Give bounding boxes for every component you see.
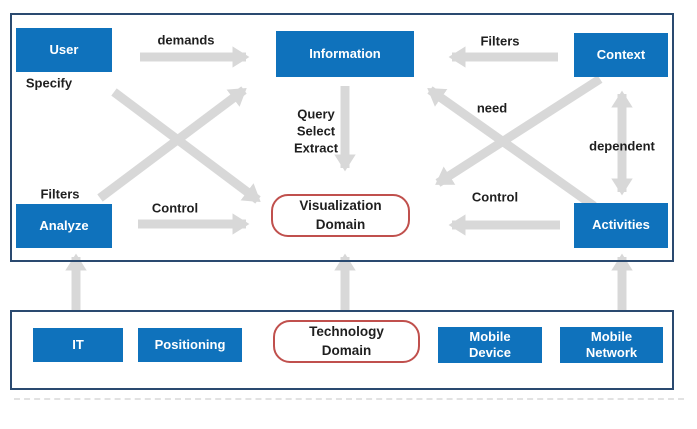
demands-label: demands (157, 32, 215, 48)
dependent-label: dependent (589, 138, 655, 154)
filters-top-label: Filters (480, 33, 520, 49)
filters-left-label: Filters (40, 186, 80, 202)
control-right-label: Control (471, 189, 519, 205)
page-divider-line (14, 398, 684, 400)
query-select-extract-label: Query Select Extract (293, 106, 339, 156)
positioning-box: Positioning (138, 328, 242, 362)
arrow-activities-to-information (427, 86, 597, 210)
activities-box: Activities (574, 203, 668, 248)
technology-domain-panel (10, 310, 674, 390)
information-box: Information (276, 31, 414, 77)
control-left-label: Control (151, 200, 199, 216)
visualization-domain-box: Visualization Domain (271, 194, 410, 237)
mobile-network-box: Mobile Network (560, 327, 663, 363)
arrow-analyze-to-information (97, 86, 247, 202)
arrow-user-to-visualization (111, 88, 261, 204)
need-label: need (476, 100, 508, 116)
analyze-box: Analyze (16, 204, 112, 248)
arrow-context-to-visualization (435, 75, 603, 187)
context-box: Context (574, 33, 668, 77)
it-box: IT (33, 328, 123, 362)
mobile-device-box: Mobile Device (438, 327, 542, 363)
specify-label: Specify (25, 75, 73, 91)
user-box: User (16, 28, 112, 72)
technology-domain-box: Technology Domain (273, 320, 420, 363)
